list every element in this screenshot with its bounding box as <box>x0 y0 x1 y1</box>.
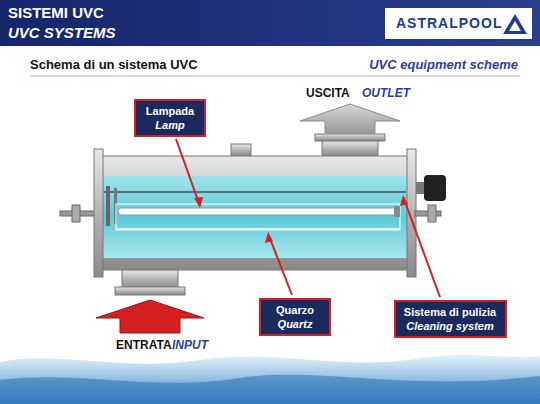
header-subtitle: UVC SYSTEMS <box>8 24 116 41</box>
quartz-sleeve <box>116 228 400 230</box>
vent <box>231 144 251 156</box>
port-label: OUTLET <box>362 86 410 100</box>
logo-box <box>385 8 532 39</box>
section-title: UVC equipment scheme <box>369 57 518 72</box>
water-background <box>0 375 540 404</box>
quartz-sleeve <box>116 204 400 230</box>
logo-text: ASTRALPOOL <box>396 15 502 31</box>
leader-arrow <box>265 232 273 243</box>
header-title: SISTEMI UVC <box>8 4 104 21</box>
inlet-flange <box>115 287 185 295</box>
inlet-pipe <box>122 270 178 288</box>
motor <box>424 175 446 201</box>
port-label: INPUT <box>172 338 208 352</box>
wiper <box>106 186 110 226</box>
callout-text: Lampada <box>142 104 198 118</box>
callout-text: Quarzo <box>267 303 323 317</box>
header-band <box>0 0 540 46</box>
logo-mark <box>509 21 521 31</box>
port-label: USCITA <box>306 86 350 100</box>
outlet-arrow <box>300 104 400 133</box>
uv-lamp <box>118 208 398 215</box>
leader-line <box>269 236 292 295</box>
end-flange <box>94 149 103 277</box>
leader-line <box>176 139 200 206</box>
leader-arrow <box>400 195 408 206</box>
outlet-flange <box>315 134 385 141</box>
rule <box>30 76 520 77</box>
water-background <box>0 355 540 404</box>
end-nut <box>428 205 436 222</box>
callout-box: QuarzoQuartz <box>259 298 331 336</box>
water-chamber <box>102 176 408 258</box>
outlet-pipe <box>322 141 378 156</box>
callout-text: Lamp <box>142 118 198 132</box>
callout-text: Quartz <box>267 317 323 331</box>
callout-text: Cleaning system <box>402 319 499 333</box>
inlet-arrow <box>96 300 204 333</box>
callout-box: Sistema di puliziaCleaning system <box>394 300 507 338</box>
port-label: ENTRATA <box>116 338 172 352</box>
end-nut <box>72 205 80 222</box>
section-title: Schema di un sistema UVC <box>30 57 198 72</box>
lamp-cap <box>394 206 400 217</box>
leader-arrow <box>194 197 203 208</box>
housing <box>100 156 410 270</box>
leader-line <box>404 199 440 297</box>
cleaning-rod <box>104 191 406 193</box>
logo-mark <box>503 14 527 34</box>
callout-box: LampadaLamp <box>134 99 206 137</box>
callout-text: Sistema di pulizia <box>402 305 499 319</box>
